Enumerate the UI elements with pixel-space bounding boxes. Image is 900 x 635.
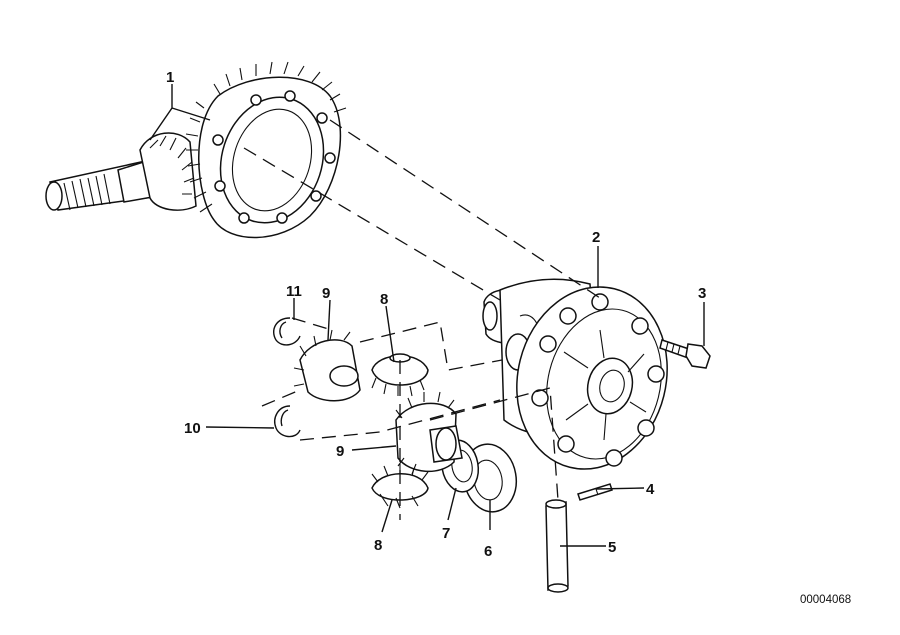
label-part-8-upper: 8 [380, 291, 388, 308]
assembly-lines [243, 119, 601, 520]
label-part-5: 5 [608, 539, 616, 556]
roll-pin [577, 483, 613, 501]
differential-housing [482, 278, 668, 470]
label-part-10: 10 [184, 420, 201, 437]
side-gear-upper [293, 329, 361, 402]
label-part-9-upper: 9 [322, 285, 330, 302]
label-part-7: 7 [442, 525, 450, 542]
circlip-upper [272, 317, 301, 346]
diagram-reference-number: 00004068 [800, 594, 851, 606]
ring-and-pinion-gear [45, 61, 347, 239]
flange-bolt [659, 339, 711, 369]
label-part-8-lower: 8 [374, 537, 382, 554]
side-gear-lower [395, 391, 463, 477]
spider-gear-lower [371, 463, 429, 509]
part-number-labels: 1 2 3 4 5 6 7 8 8 9 9 10 11 00004068 [166, 69, 851, 606]
leader-lines [149, 84, 705, 547]
label-part-3: 3 [698, 285, 706, 302]
pinion-shaft [45, 132, 197, 211]
label-part-11: 11 [286, 283, 302, 300]
label-part-2: 2 [592, 229, 600, 246]
label-part-6: 6 [484, 543, 492, 560]
label-part-4: 4 [646, 481, 655, 498]
circlip-lower [274, 405, 301, 438]
differential-pin-shaft [545, 499, 569, 593]
label-part-9-lower: 9 [336, 443, 344, 460]
label-part-1: 1 [166, 69, 174, 86]
